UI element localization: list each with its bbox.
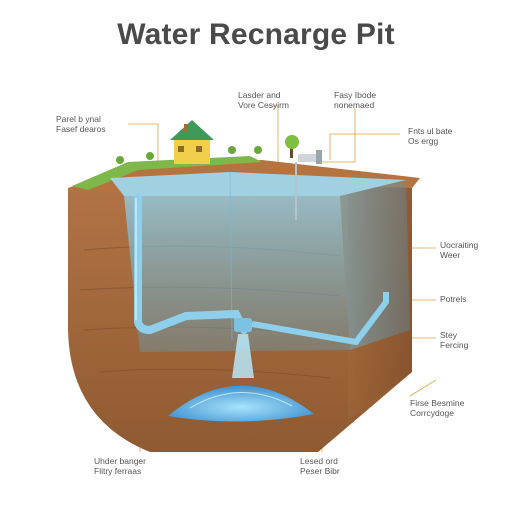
house-icon	[170, 120, 214, 164]
pipe-joint	[234, 318, 252, 332]
label-right-2: Potrels	[440, 294, 467, 304]
water-tank-front	[124, 196, 350, 352]
outlet-pipe	[251, 292, 389, 346]
water-tank-side	[340, 180, 410, 350]
tap-icon	[295, 150, 322, 220]
tree-icon	[285, 135, 299, 158]
inlet-pipe	[134, 194, 248, 335]
recharge-pool	[168, 385, 314, 422]
water-jet	[232, 334, 254, 378]
diagram-title: Water Recnarge Pit	[117, 18, 395, 51]
water-tank-top	[110, 172, 406, 196]
